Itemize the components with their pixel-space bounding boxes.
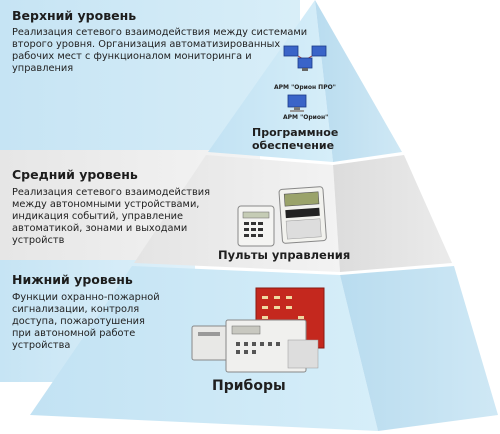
network-computers-icon [283,45,327,71]
description-line: рабочих мест с функционалом мониторинга … [12,51,252,62]
description-line: Реализация сетевого взаимодействия между… [12,27,308,38]
top-level-description: Реализация сетевого взаимодействия между… [12,27,307,75]
computer-icon [287,94,307,112]
control-panel-keypads-image [237,186,327,247]
pyramid-top-left-face [208,0,333,162]
description-line: второго уровня. Организация автоматизиро… [12,39,281,50]
pyramid-top-right-face [315,0,402,162]
bottom-level-description: Функции охранно-пожарной сигнализации, к… [12,292,160,352]
software-tier-label: Программное обеспечение [252,126,339,152]
description-line: индикация событий, управление [12,211,183,222]
description-line: управления [12,63,74,74]
middle-level-title: Средний уровень [12,167,138,182]
bottom-level-title: Нижний уровень [12,272,133,287]
description-line: сигнализации, контроля [12,304,140,315]
description-line: при автономной работе [12,328,136,339]
tier-label-line: Программное [252,126,339,139]
arm-orion-label: АРМ "Орион" [283,114,329,121]
pyramid-bottom-right-face [340,266,498,431]
control-panels-tier-label: Пульты управления [218,248,351,262]
middle-level-description: Реализация сетевого взаимодействия между… [12,187,210,247]
devices-tier-label: Приборы [212,378,286,394]
top-level-title: Верхний уровень [12,8,137,23]
description-line: автоматикой, зонами и выходами [12,223,188,234]
pyramid-middle-right-face [333,155,452,272]
description-line: Реализация сетевого взаимодействия [12,187,211,198]
description-line: между автономными устройствами, [12,199,200,210]
description-line: устройств [12,235,65,246]
description-line: Функции охранно-пожарной [12,292,160,303]
arm-orion-pro-label: АРМ "Орион ПРО" [274,84,336,91]
description-line: доступа, пожаротушения [12,316,145,327]
tier-label-line: обеспечение [252,139,335,152]
description-line: устройства [12,340,71,351]
devices-image [191,287,325,373]
